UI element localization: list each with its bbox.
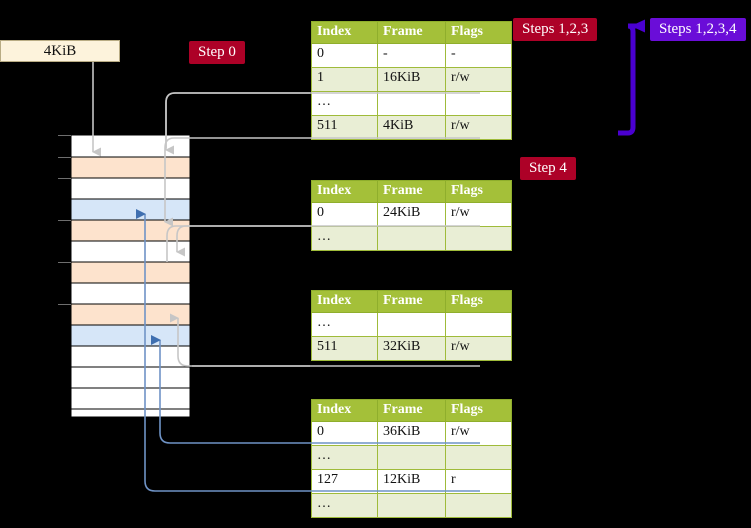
memory-tick-marks	[58, 135, 71, 305]
cell-flags: r	[445, 469, 512, 494]
cell-frame	[377, 226, 446, 251]
cell-frame: 4KiB	[377, 115, 446, 140]
cell-flags: r/w	[445, 336, 512, 361]
badge-step-4: Step 4	[520, 157, 576, 180]
cell-index: 0	[311, 421, 378, 446]
cell-frame	[377, 445, 446, 470]
cell-flags: -	[445, 43, 512, 68]
cell-flags	[445, 445, 512, 470]
column-header-index: Index	[311, 180, 378, 203]
badge-steps-1-2-3-4-label: Steps 1,2,3,4	[659, 21, 737, 37]
cell-index: …	[311, 445, 378, 470]
badge-steps-1-2-3-4: Steps 1,2,3,4	[650, 18, 746, 41]
table-row[interactable]: …	[311, 445, 512, 470]
cell-index: 1	[311, 67, 378, 92]
badge-step-0: Step 0	[189, 41, 245, 64]
cell-flags: r/w	[445, 67, 512, 92]
column-header-flags: Flags	[445, 21, 512, 44]
table-header-row: Index Frame Flags	[311, 21, 512, 44]
memory-size-label: 4KiB	[43, 43, 77, 59]
cell-flags: r/w	[445, 421, 512, 446]
cell-index: 511	[311, 336, 378, 361]
cell-index: 511	[311, 115, 378, 140]
badge-steps-1-2-3: Steps 1,2,3	[513, 18, 598, 41]
badge-step-0-label: Step 0	[198, 44, 236, 60]
cell-flags	[445, 91, 512, 116]
cell-frame: 36KiB	[377, 421, 446, 446]
table-row[interactable]: 0--	[311, 43, 512, 68]
cell-index: …	[311, 312, 378, 337]
cell-index: 0	[311, 202, 378, 227]
cell-index: …	[311, 91, 378, 116]
column-header-frame: Frame	[377, 21, 446, 44]
cell-frame: 12KiB	[377, 469, 446, 494]
column-header-index: Index	[311, 399, 378, 422]
table-row[interactable]: …	[311, 91, 512, 116]
column-header-flags: Flags	[445, 290, 512, 313]
column-header-frame: Frame	[377, 399, 446, 422]
cell-frame: -	[377, 43, 446, 68]
cell-flags	[445, 226, 512, 251]
connector-curve-b	[176, 225, 310, 257]
cell-frame: 24KiB	[377, 202, 446, 227]
badge-step-4-label: Step 4	[529, 160, 567, 176]
column-header-frame: Frame	[377, 290, 446, 313]
table-row[interactable]: …	[311, 312, 512, 337]
cell-flags: r/w	[445, 202, 512, 227]
purple-bracket-arrow	[618, 19, 645, 136]
cell-flags	[445, 493, 512, 518]
table-header-row: Index Frame Flags	[311, 399, 512, 422]
cell-frame	[377, 312, 446, 337]
column-header-index: Index	[311, 290, 378, 313]
cell-frame: 32KiB	[377, 336, 446, 361]
column-header-frame: Frame	[377, 180, 446, 203]
column-header-flags: Flags	[445, 180, 512, 203]
cell-index: …	[311, 226, 378, 251]
table-row[interactable]: …	[311, 493, 512, 518]
cell-flags	[445, 312, 512, 337]
badge-steps-1-2-3-label: Steps 1,2,3	[522, 21, 589, 37]
table-header-row: Index Frame Flags	[311, 290, 512, 313]
cell-flags: r/w	[445, 115, 512, 140]
memory-size-box: 4KiB	[0, 40, 120, 62]
physical-memory-column	[71, 135, 190, 417]
cell-index: 0	[311, 43, 378, 68]
cell-index: 127	[311, 469, 378, 494]
table-header-row: Index Frame Flags	[311, 180, 512, 203]
column-header-flags: Flags	[445, 399, 512, 422]
cell-frame	[377, 91, 446, 116]
cell-frame: 16KiB	[377, 67, 446, 92]
table-row[interactable]: …	[311, 226, 512, 251]
column-header-index: Index	[311, 21, 378, 44]
cell-frame	[377, 493, 446, 518]
cell-index: …	[311, 493, 378, 518]
